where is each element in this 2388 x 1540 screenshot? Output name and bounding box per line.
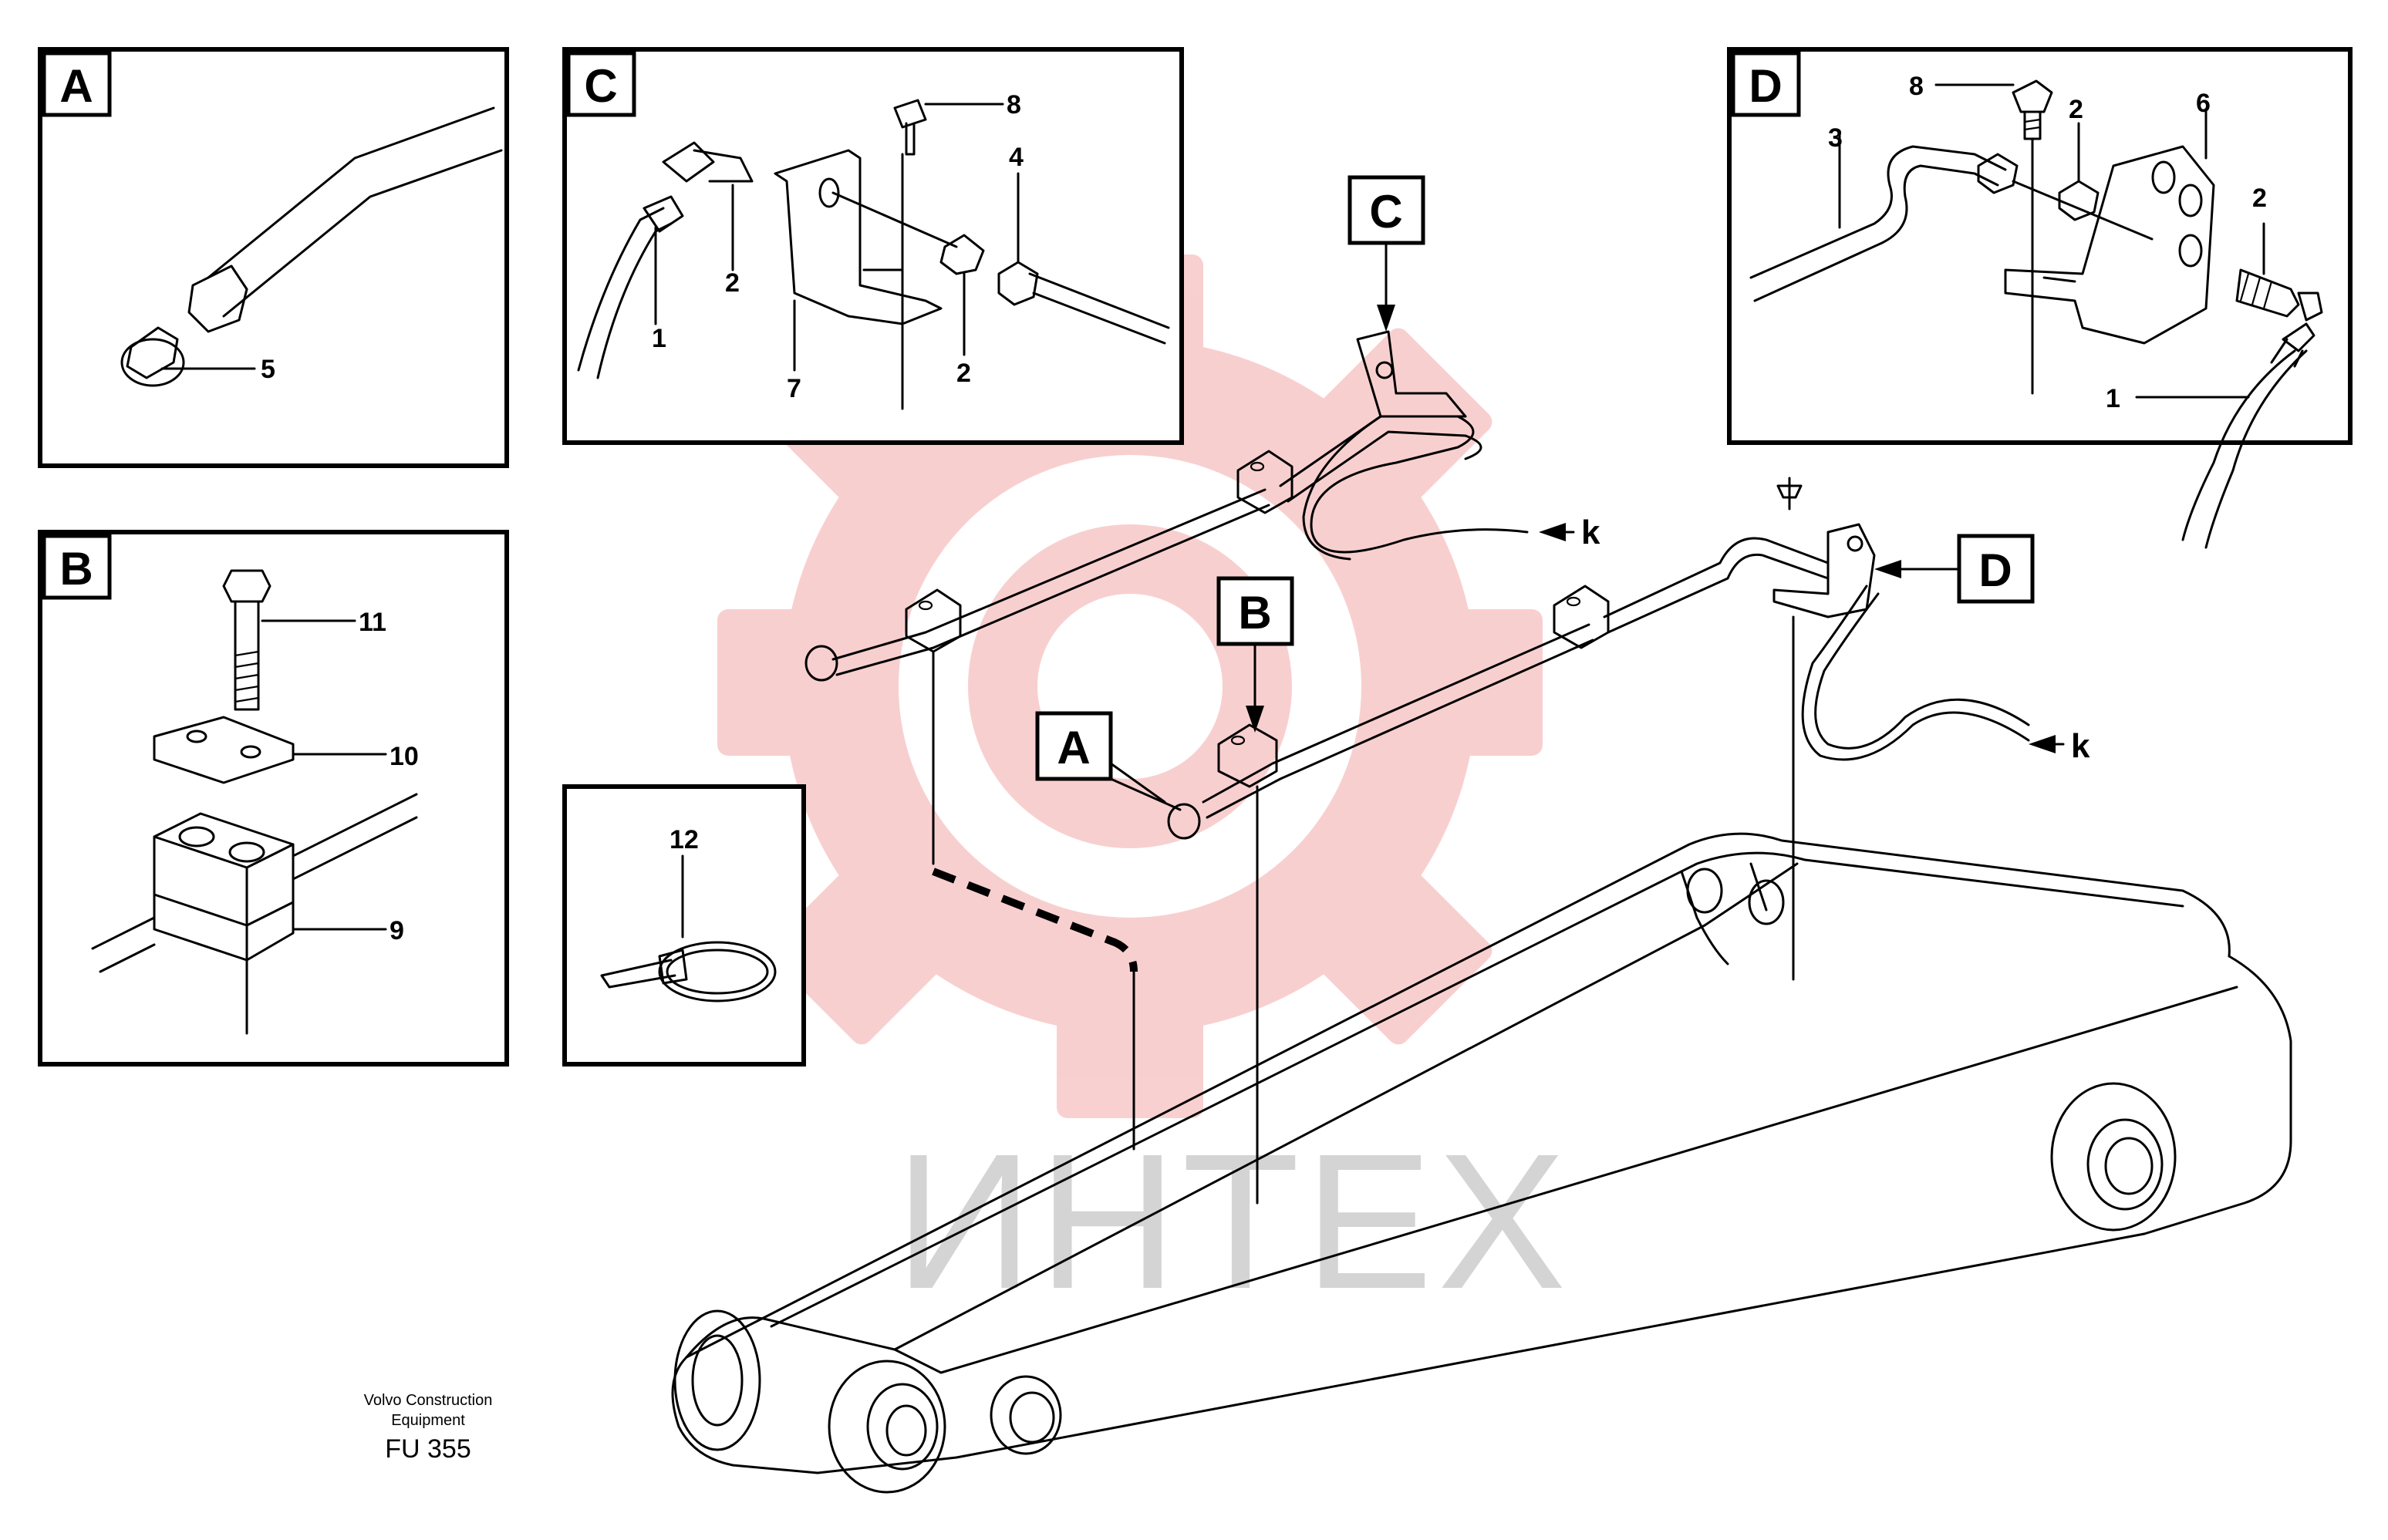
svg-text:C: C bbox=[1369, 186, 1402, 238]
watermark-logo bbox=[717, 254, 1543, 1118]
detail-panel-b: B 11 10 9 bbox=[38, 530, 509, 1067]
svg-text:4: 4 bbox=[1009, 143, 1024, 172]
leader-lines bbox=[932, 615, 1795, 1205]
svg-text:D: D bbox=[1978, 544, 2012, 596]
clamp bbox=[905, 588, 962, 653]
svg-text:A: A bbox=[59, 60, 93, 112]
maker-line-1: Volvo Construction bbox=[364, 1392, 493, 1409]
svg-text:B: B bbox=[1238, 587, 1271, 639]
svg-text:A: A bbox=[1057, 722, 1090, 773]
svg-text:k: k bbox=[2071, 727, 2090, 765]
svg-text:6: 6 bbox=[2196, 89, 2211, 118]
detail-panel-d: D 3 8 2 6 2 1 bbox=[1727, 47, 2353, 549]
svg-text:5: 5 bbox=[261, 355, 275, 384]
flow-indicator-upper: k bbox=[1539, 514, 1600, 551]
svg-text:k: k bbox=[1581, 514, 1600, 551]
plug bbox=[1167, 803, 1201, 840]
svg-text:11: 11 bbox=[359, 608, 386, 637]
clamp bbox=[1236, 450, 1294, 514]
svg-text:2: 2 bbox=[956, 359, 971, 388]
svg-text:B: B bbox=[59, 543, 93, 595]
svg-text:2: 2 bbox=[2252, 184, 2267, 213]
svg-text:8: 8 bbox=[1007, 90, 1021, 120]
svg-text:10: 10 bbox=[390, 742, 419, 771]
detail-panel-c: C 1 2 7 8 2 4 bbox=[562, 47, 1184, 445]
svg-text:1: 1 bbox=[2106, 384, 2120, 413]
flow-indicator-lower: k bbox=[2029, 727, 2090, 765]
maker-line-2: Equipment bbox=[391, 1412, 465, 1429]
bracket-d-small bbox=[1772, 523, 1876, 618]
upper-pipe bbox=[804, 330, 1529, 682]
footer: Volvo Construction Equipment FU 355 bbox=[364, 1392, 493, 1464]
svg-text:7: 7 bbox=[787, 374, 801, 403]
svg-text:9: 9 bbox=[390, 916, 404, 945]
tag-a-main: A bbox=[1035, 711, 1166, 804]
boom bbox=[671, 832, 2292, 1494]
detail-panel-cable-tie: 12 bbox=[562, 784, 806, 1067]
svg-text:C: C bbox=[584, 60, 617, 112]
svg-text:D: D bbox=[1749, 60, 1782, 112]
svg-text:1: 1 bbox=[652, 324, 666, 353]
svg-text:12: 12 bbox=[670, 825, 699, 854]
tag-b-main: B bbox=[1216, 576, 1294, 733]
svg-text:8: 8 bbox=[1909, 72, 1924, 101]
plug bbox=[804, 645, 838, 682]
detail-panel-a: A 5 bbox=[38, 47, 509, 468]
svg-text:3: 3 bbox=[1828, 123, 1843, 153]
tag-c-main: C bbox=[1347, 175, 1425, 332]
clamp bbox=[1217, 723, 1278, 788]
lower-pipe bbox=[1167, 477, 2030, 840]
figure-code: FU 355 bbox=[385, 1434, 471, 1464]
clamp bbox=[1553, 585, 1610, 649]
svg-text:2: 2 bbox=[725, 268, 740, 298]
svg-text:2: 2 bbox=[2069, 95, 2083, 124]
tag-d-main: D bbox=[1874, 534, 2035, 604]
